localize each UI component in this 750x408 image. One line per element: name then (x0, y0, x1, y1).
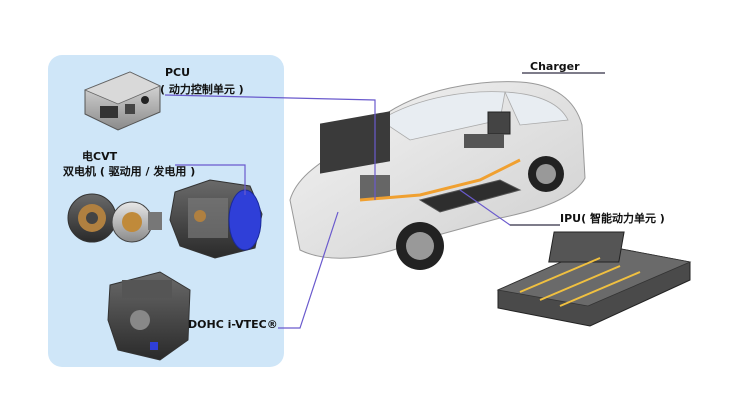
motors-label: 双电机 ( 驱动用 / 发电用 ) (63, 165, 196, 178)
engine-label: DOHC i-VTEC® (188, 318, 278, 331)
car-cutaway-image (289, 81, 586, 270)
ecvt-label: 电CVT (82, 150, 118, 163)
charger-label: Charger (530, 60, 580, 73)
engine-leader-line (278, 211, 339, 329)
ipu-label: IPU( 智能动力单元 ) (560, 212, 665, 225)
pcu-image (83, 71, 161, 131)
ecvt-image (169, 179, 263, 259)
motor-leader-line (175, 164, 246, 195)
motor-components-image (67, 193, 162, 243)
pcu-leader-line (164, 94, 376, 200)
pcu-desc-label: ( 动力控制单元 ) (160, 83, 244, 96)
ipu-image (496, 231, 692, 327)
pcu-label: PCU (165, 66, 191, 79)
engine-image (107, 271, 191, 361)
